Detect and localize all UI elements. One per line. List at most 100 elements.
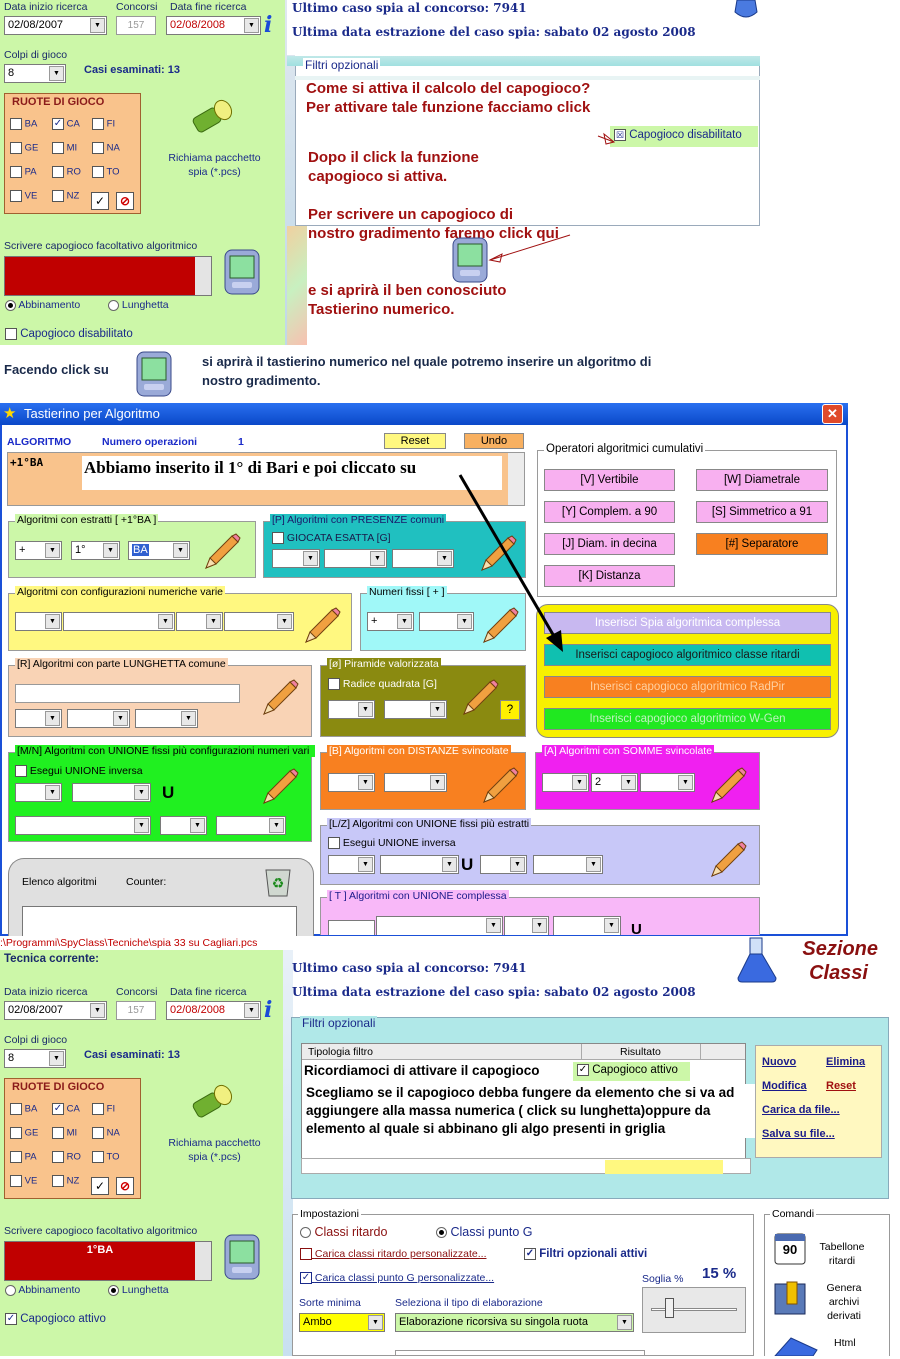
op-button-complem[interactable]: [Y] Complem. a 90 [544, 501, 675, 523]
somme-select-1[interactable]: ▼ [542, 773, 589, 792]
ruota-checkbox-to[interactable]: TO [92, 166, 120, 178]
scrollbar[interactable] [508, 453, 524, 505]
modifica-link[interactable]: Modifica [762, 1080, 807, 1092]
salva-link[interactable]: Salva su file... [762, 1128, 835, 1140]
lz-select-4[interactable]: ▼ [533, 855, 603, 874]
ruota-checkbox-ca[interactable]: ✓ CA [52, 1103, 80, 1115]
pda-icon[interactable] [450, 236, 490, 284]
ruota-checkbox-ro[interactable]: RO [52, 1151, 81, 1163]
ruota-checkbox-nz[interactable]: NZ [52, 1175, 79, 1187]
pencil-icon[interactable] [706, 764, 748, 806]
inserisci-radpir-button[interactable]: Inserisci capogioco algoritmico RadPir [544, 676, 831, 698]
ruota-checkbox-fi[interactable]: FI [92, 118, 115, 130]
unione-inversa-checkbox[interactable]: Esegui UNIONE inversa [15, 765, 143, 778]
op-button-simmetrico[interactable]: [S] Simmetrico a 91 [696, 501, 828, 523]
undo-button[interactable]: Undo [464, 433, 524, 449]
ruota-checkbox-ge[interactable]: GE [10, 142, 38, 154]
fissi-op-select[interactable]: +▼ [367, 612, 414, 631]
lz-select-1[interactable]: ▼ [328, 855, 375, 874]
data-inizio-select[interactable]: 02/08/2007▼ [4, 16, 107, 35]
ruota-checkbox-ba[interactable]: BA [10, 118, 37, 130]
html-icon[interactable] [773, 1330, 819, 1357]
carica-link[interactable]: Carica da file... [762, 1104, 840, 1116]
clear-all-button[interactable]: ⊘ [116, 1177, 134, 1195]
t-select-1[interactable] [328, 920, 375, 935]
ruota-checkbox-mi[interactable]: MI [52, 142, 77, 154]
op-button-diam-decina[interactable]: [J] Diam. in decina [544, 533, 675, 555]
colpi-select[interactable]: 8▼ [4, 64, 66, 83]
concorsi-field[interactable]: 157 [116, 1001, 156, 1020]
unione-select-1[interactable]: ▼ [15, 783, 62, 802]
capogioco-textarea[interactable] [4, 256, 212, 296]
flashlight-icon[interactable] [190, 1083, 236, 1123]
data-inizio-select[interactable]: 02/08/2007▼ [4, 1001, 107, 1020]
pencil-icon[interactable] [200, 530, 242, 572]
lz-inversa-checkbox[interactable]: Esegui UNIONE inversa [328, 837, 456, 850]
pencil-icon[interactable] [258, 676, 300, 718]
unione-select-2[interactable]: ▼ [72, 783, 151, 802]
t-select-2[interactable]: ▼ [376, 916, 503, 935]
op-button-distanza[interactable]: [K] Distanza [544, 565, 675, 587]
giocata-esatta-checkbox[interactable]: GIOCATA ESATTA [G] [272, 532, 391, 545]
ruota-checkbox-mi[interactable]: MI [52, 1127, 77, 1139]
distanze-select-1[interactable]: ▼ [328, 773, 375, 792]
classi-punto-radio[interactable]: Classi punto G [436, 1225, 532, 1239]
capogioco-disabilitato-checkbox[interactable]: Capogioco disabilitato [5, 328, 133, 340]
pencil-icon[interactable] [300, 604, 342, 646]
lz-select-2[interactable]: ▼ [380, 855, 459, 874]
scrollbar[interactable] [195, 257, 211, 295]
sorte-select[interactable]: Ambo▼ [299, 1313, 385, 1332]
capogioco-textarea[interactable]: 1°BA [4, 1241, 212, 1281]
ruota-checkbox-pa[interactable]: PA [10, 1151, 37, 1163]
ruota-checkbox-na[interactable]: NA [92, 1127, 120, 1139]
abbinamento-radio[interactable]: Abbinamento [5, 299, 80, 311]
check-all-button[interactable]: ✓ [91, 1177, 109, 1195]
filtri-attivi-checkbox[interactable]: ✓ Filtri opzionali attivi [524, 1248, 647, 1260]
carica-ritardo-checkbox[interactable]: Carica classi ritardo personalizzate... [300, 1248, 487, 1261]
reset-button[interactable]: Reset [384, 433, 446, 449]
tabellone-label[interactable]: Tabellone ritardi [819, 1241, 865, 1267]
lunghetta-select-2[interactable]: ▼ [67, 709, 130, 728]
unione-select-3[interactable]: ▼ [15, 816, 151, 835]
ruota-checkbox-na[interactable]: NA [92, 142, 120, 154]
inserisci-capogioco-ritardi-button[interactable]: Inserisci capogioco algoritmico classe r… [544, 644, 831, 666]
elenco-list[interactable] [22, 906, 297, 936]
soglia-slider[interactable] [642, 1287, 746, 1333]
ruota-checkbox-ba[interactable]: BA [10, 1103, 37, 1115]
config-select-2[interactable]: ▼ [63, 612, 175, 631]
estratti-op-select[interactable]: +▼ [15, 541, 62, 560]
fissi-num-select[interactable]: ▼ [419, 612, 474, 631]
ruota-checkbox-ve[interactable]: VE [10, 1175, 37, 1187]
estratti-ruota-select[interactable]: BA▼ [128, 541, 190, 560]
presenze-select-1[interactable]: ▼ [272, 549, 320, 568]
somme-select-3[interactable]: ▼ [640, 773, 695, 792]
t-select-3[interactable]: ▼ [504, 916, 549, 935]
close-button[interactable]: ✕ [822, 404, 843, 424]
pencil-icon[interactable] [458, 676, 500, 718]
config-select-3[interactable]: ▼ [176, 612, 223, 631]
pencil-icon[interactable] [706, 838, 748, 880]
inserisci-spia-button[interactable]: Inserisci Spia algoritmica complessa [544, 612, 831, 634]
genera-label[interactable]: Genera archivi derivati [826, 1282, 862, 1322]
pda-icon[interactable] [222, 248, 262, 296]
info-icon[interactable]: i [264, 12, 273, 38]
pencil-icon[interactable] [476, 532, 518, 574]
flashlight-icon[interactable] [190, 98, 236, 138]
somme-select-2[interactable]: 2▼ [591, 773, 638, 792]
help-button[interactable]: ? [500, 700, 520, 720]
archive-icon[interactable] [773, 1280, 809, 1316]
info-icon[interactable]: i [264, 997, 273, 1023]
piramide-select-1[interactable]: ▼ [328, 700, 375, 719]
reset-link[interactable]: Reset [826, 1080, 856, 1092]
ruota-checkbox-fi[interactable]: FI [92, 1103, 115, 1115]
op-button-vertibile[interactable]: [V] Vertibile [544, 469, 675, 491]
ruota-checkbox-ca[interactable]: ✓ CA [52, 118, 80, 130]
scrollbar[interactable] [195, 1242, 211, 1280]
slider-thumb[interactable] [665, 1298, 674, 1318]
calendar-icon[interactable]: 90 [773, 1230, 807, 1266]
pda-icon[interactable] [134, 350, 174, 398]
estratti-pos-select[interactable]: 1°▼ [71, 541, 120, 560]
unione-select-4[interactable]: ▼ [160, 816, 207, 835]
config-select-4[interactable]: ▼ [224, 612, 294, 631]
concorsi-field[interactable]: 157 [116, 16, 156, 35]
